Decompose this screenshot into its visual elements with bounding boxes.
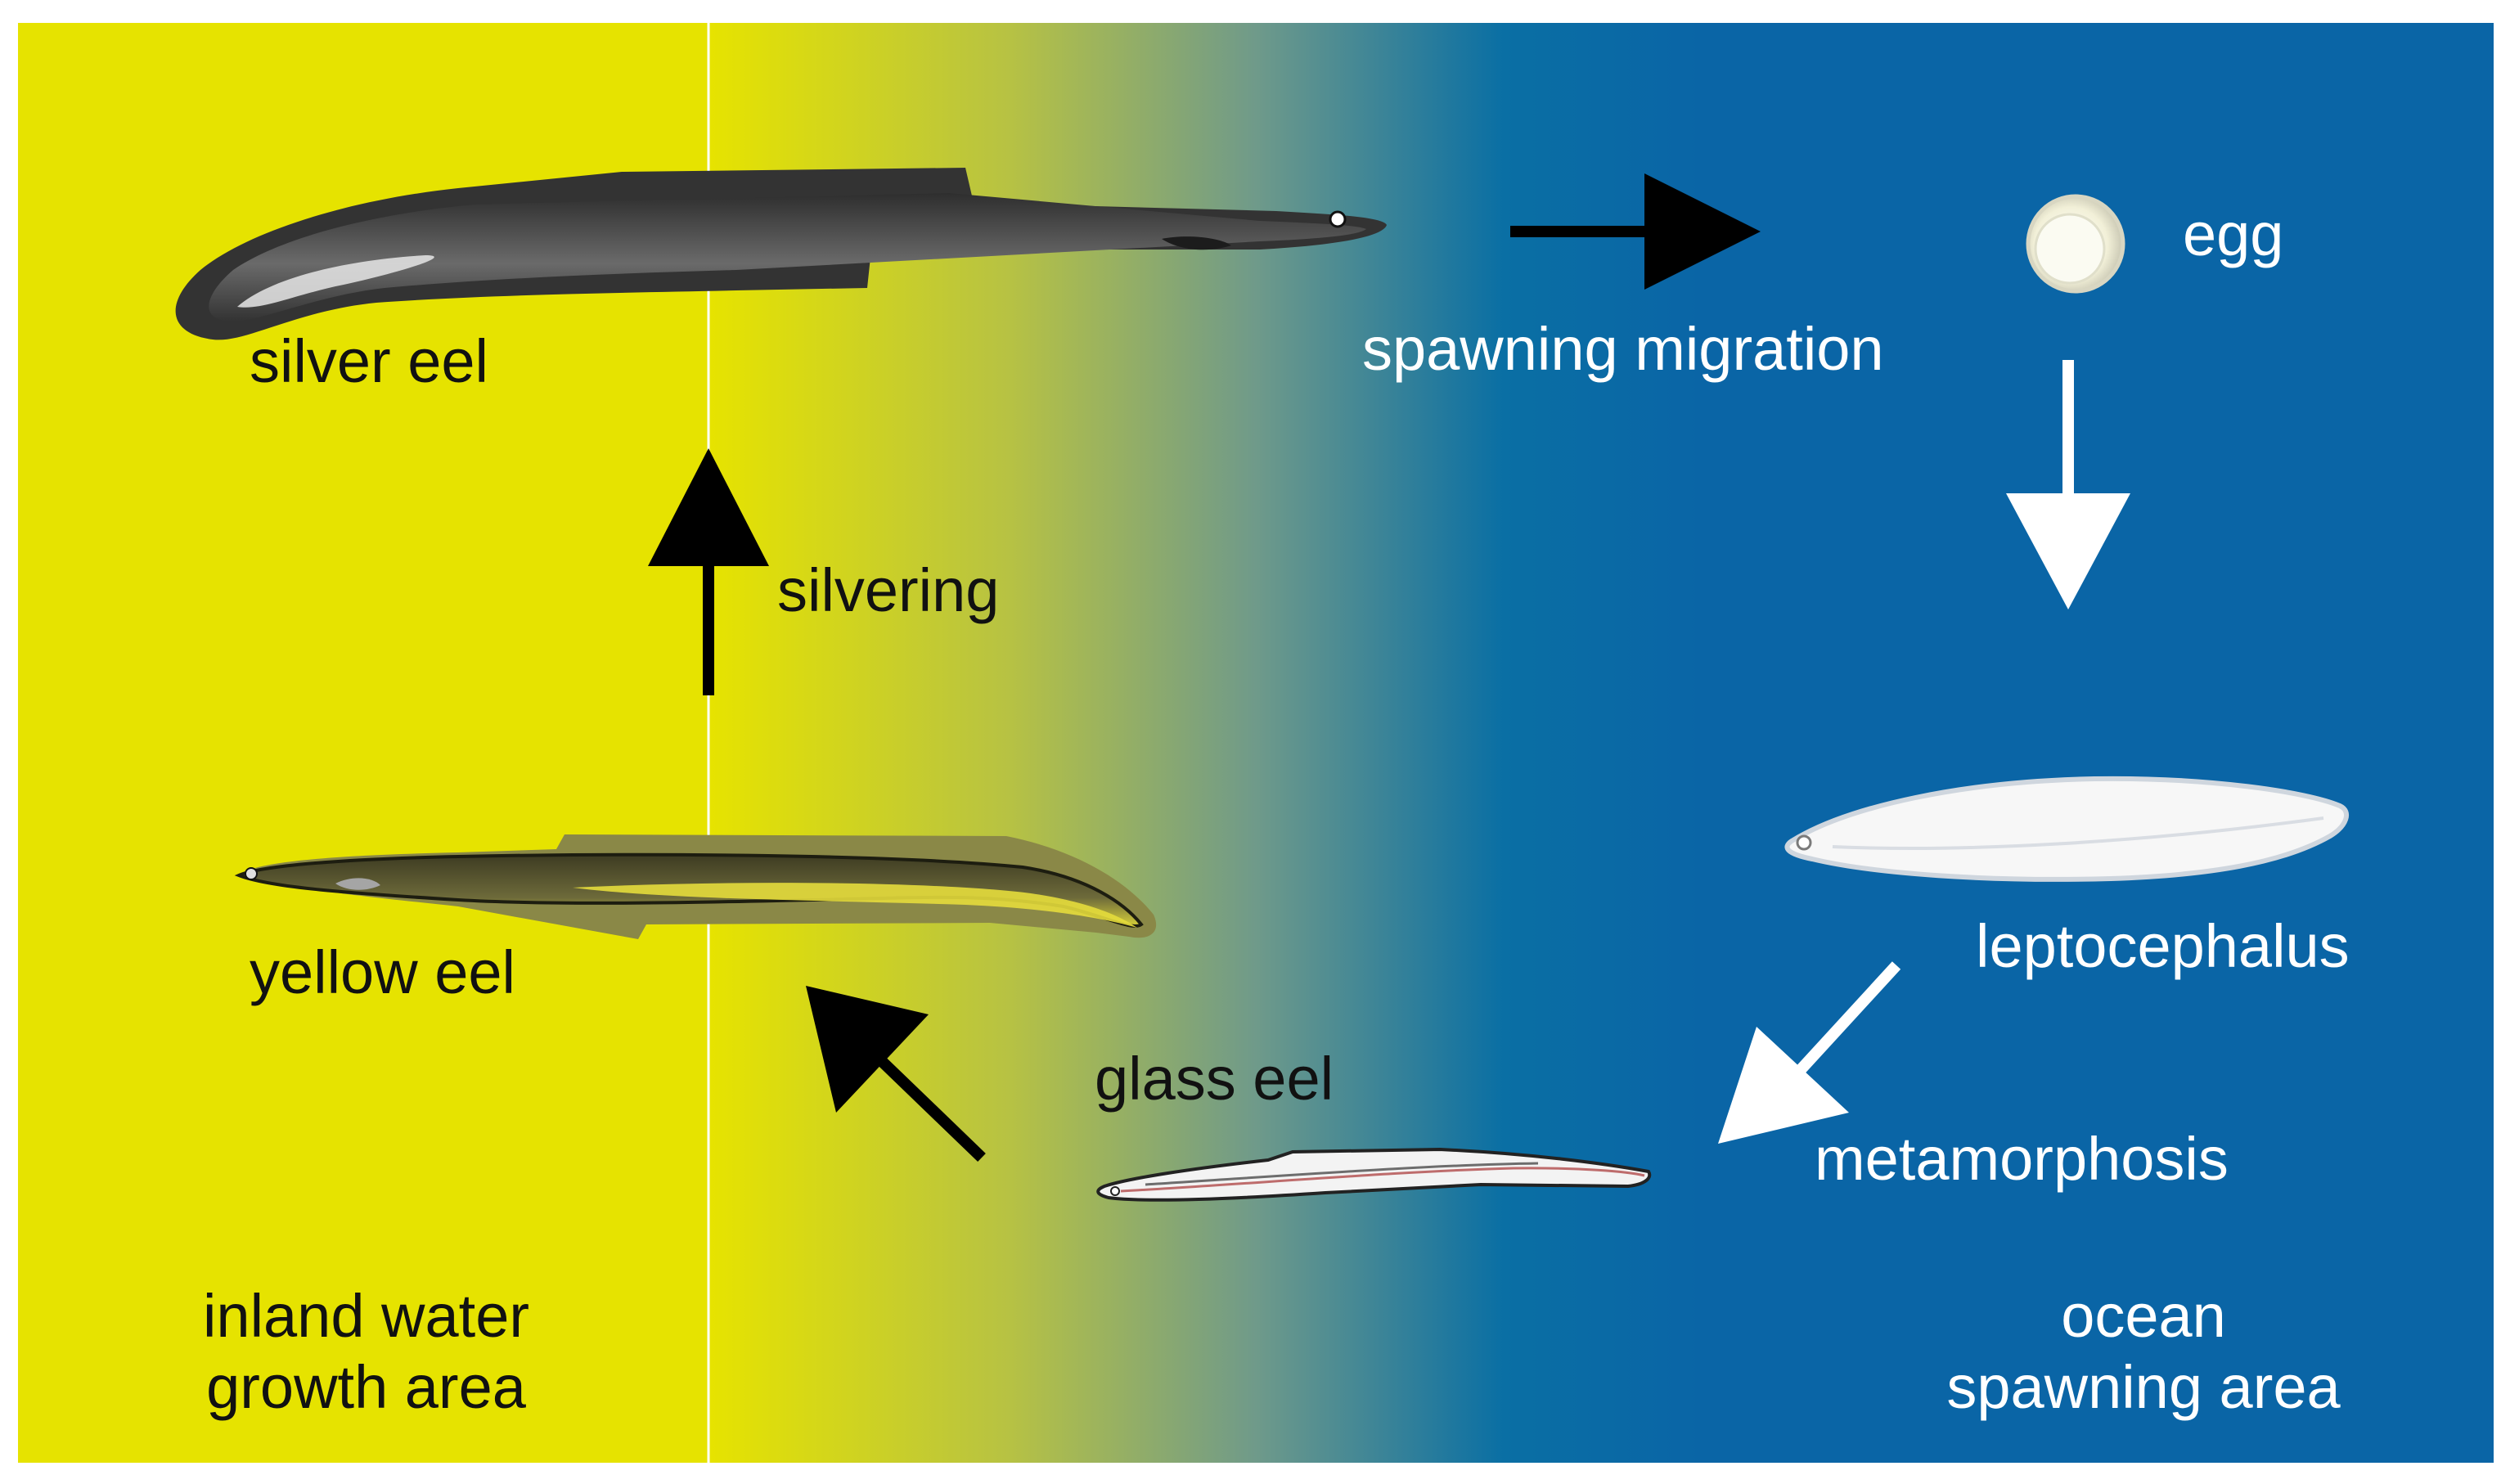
up-arrow bbox=[648, 448, 769, 695]
silver-eel-illustration bbox=[175, 168, 1387, 340]
inland-region-label: inland water growth area bbox=[127, 1280, 605, 1423]
yellow-eel-illustration bbox=[234, 834, 1157, 939]
ocean-region-line1: ocean bbox=[2061, 1282, 2226, 1350]
right-arrow bbox=[1510, 173, 1761, 290]
ocean-region-line2: spawning area bbox=[1946, 1353, 2341, 1422]
leptocephalus-label: leptocephalus bbox=[1976, 912, 2350, 980]
egg-illustration bbox=[2026, 194, 2125, 294]
up-left-arrow bbox=[806, 986, 986, 1162]
down-left-arrow bbox=[1718, 961, 1901, 1144]
inland-region-line2: growth area bbox=[206, 1353, 526, 1422]
silvering-label: silvering bbox=[777, 556, 1000, 624]
leptocephalus-illustration bbox=[1784, 776, 2350, 882]
metamorphosis-label: metamorphosis bbox=[1815, 1125, 2229, 1193]
inland-region-line1: inland water bbox=[202, 1282, 529, 1350]
down-arrow bbox=[2006, 360, 2130, 609]
egg-label: egg bbox=[2183, 200, 2284, 268]
silver-eel-label: silver eel bbox=[250, 327, 488, 395]
glass-eel-label: glass eel bbox=[1095, 1045, 1334, 1113]
ocean-region-label: ocean spawning area bbox=[1882, 1280, 2405, 1423]
spawning-migration-label: spawning migration bbox=[1362, 315, 1884, 383]
yellow-eel-label: yellow eel bbox=[250, 938, 515, 1006]
glass-eel-illustration bbox=[1096, 1147, 1652, 1202]
